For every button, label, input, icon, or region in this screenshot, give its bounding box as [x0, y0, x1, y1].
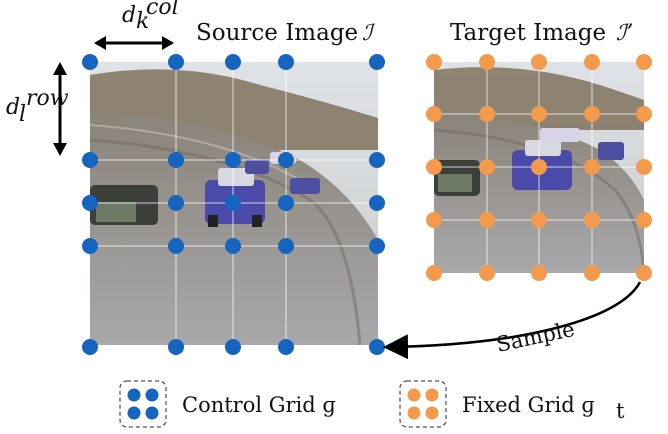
fixed-grid-point [636, 54, 652, 70]
fixed-grid-point [531, 159, 547, 175]
control-grid-point [369, 238, 385, 254]
fixed-grid-point [584, 159, 600, 175]
fixed-grid-point [636, 212, 652, 228]
fixed-grid-point [426, 265, 442, 281]
fixed-grid-point [479, 106, 495, 122]
target-car-left [434, 160, 480, 196]
col-spacing-sub: k [136, 9, 149, 34]
control-grid-point [369, 54, 385, 70]
control-grid-point [82, 238, 98, 254]
row-arrow-up-icon [53, 62, 67, 75]
control-grid-point [369, 195, 385, 211]
control-grid-point [278, 54, 294, 70]
col-arrow-left-icon [94, 36, 106, 50]
control-grid-point [225, 195, 241, 211]
row-spacing-sub: l [19, 102, 26, 127]
legend-control-grid: Control Grid ɡ [119, 380, 336, 428]
control-grid-point [82, 54, 98, 70]
control-grid-point [168, 152, 184, 168]
legend-control-dot [127, 388, 141, 402]
row-spacing-sup: row [26, 86, 69, 111]
legend-control-dot [145, 388, 159, 402]
control-grid-point [369, 152, 385, 168]
fixed-grid-point [584, 54, 600, 70]
fixed-grid-point [479, 159, 495, 175]
fixed-grid-point [636, 159, 652, 175]
legend-control-dot [145, 406, 159, 420]
source-car-left [90, 185, 158, 225]
control-grid-point [278, 152, 294, 168]
control-grid-point [225, 339, 241, 355]
col-spacing-sup: col [146, 0, 179, 20]
sample-label: Sample [494, 317, 577, 357]
fixed-grid-point [584, 265, 600, 281]
legend-fixed-box [399, 380, 447, 428]
legend-fixed-grid: Fixed Grid ɡ t [399, 380, 625, 428]
fixed-grid-point [426, 212, 442, 228]
control-grid-point [278, 195, 294, 211]
row-arrow-down-icon [53, 143, 67, 156]
legend-fixed-sub: t [616, 399, 625, 423]
fixed-grid-point [426, 54, 442, 70]
fixed-grid-points [426, 54, 652, 281]
source-car-small-1 [290, 178, 320, 194]
control-grid-points [82, 54, 385, 355]
legend-control-dot [127, 406, 141, 420]
fixed-grid-point [426, 106, 442, 122]
fixed-grid-point [531, 106, 547, 122]
fixed-grid-point [636, 265, 652, 281]
fixed-grid-point [479, 265, 495, 281]
control-grid-point [278, 339, 294, 355]
legend-fixed-label: Fixed Grid ɡ [462, 393, 595, 417]
target-car-small-2 [540, 128, 580, 142]
legend-fixed-dot [407, 406, 421, 420]
fixed-grid-point [531, 212, 547, 228]
target-symbol: ℐ’ [616, 21, 633, 46]
source-symbol: ℐ [362, 21, 376, 46]
control-grid-point [168, 195, 184, 211]
control-grid-point [168, 54, 184, 70]
fixed-grid-point [531, 54, 547, 70]
fixed-grid-point [531, 265, 547, 281]
control-grid-point [168, 238, 184, 254]
col-spacing-annotation: d k col [94, 0, 179, 50]
control-grid-point [82, 152, 98, 168]
legend-fixed-dot [425, 388, 439, 402]
col-spacing-base: d [122, 3, 136, 28]
control-grid-point [369, 339, 385, 355]
fixed-grid-point [479, 54, 495, 70]
control-grid-point [168, 339, 184, 355]
target-title: Target Image [450, 20, 606, 46]
fixed-grid-point [426, 159, 442, 175]
legend-fixed-dot [407, 388, 421, 402]
control-grid-point [278, 238, 294, 254]
fixed-grid-point [584, 106, 600, 122]
source-car-small-2 [245, 160, 269, 174]
fixed-grid-point [636, 106, 652, 122]
control-grid-point [82, 339, 98, 355]
row-spacing-base: d [6, 95, 20, 120]
row-spacing-annotation: d l row [6, 62, 69, 156]
control-grid-point [225, 54, 241, 70]
target-car-small-1 [598, 142, 624, 160]
legend-control-label: Control Grid ɡ [182, 393, 336, 417]
sample-arrow [383, 281, 642, 360]
source-title: Source Image [196, 20, 358, 46]
fixed-grid-point [479, 212, 495, 228]
legend-fixed-dot [425, 406, 439, 420]
fixed-grid-point [584, 212, 600, 228]
control-grid-point [225, 152, 241, 168]
legend-control-box [119, 380, 167, 428]
control-grid-point [225, 238, 241, 254]
control-grid-point [82, 195, 98, 211]
col-arrow-right-icon [162, 36, 174, 50]
